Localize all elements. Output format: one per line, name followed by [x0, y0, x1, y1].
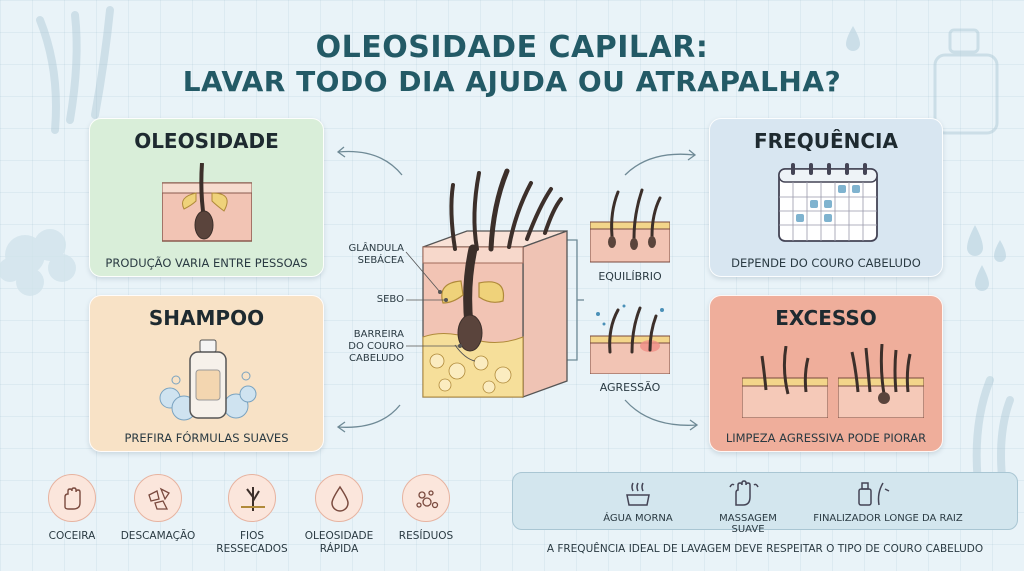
- card-oleosidade: OLEOSIDADE PRODUÇÃO VARIA ENTRE PESSOAS: [89, 118, 324, 277]
- balanced-scalp-icon: [590, 188, 670, 263]
- symptom-coceira-label: COCEIRA: [48, 530, 96, 542]
- gland-label: GLÂNDULA SEBÁCEA: [330, 243, 404, 267]
- residue-particles-icon: [416, 490, 439, 509]
- hair-follicle-icon: [162, 163, 252, 242]
- card-shampoo: SHAMPOO PREFIRA FÓRMULAS SUAVES: [89, 295, 324, 452]
- scratching-hand-icon: [64, 487, 81, 510]
- card-frequencia: FREQUÊNCIA DEPENDE DO COURO CABELUDO: [709, 118, 943, 277]
- symptom-residuos-label: RESÍDUOS: [398, 530, 454, 542]
- gland-label-line2: SEBÁCEA: [357, 255, 404, 266]
- dry-hair-icon: [241, 487, 265, 511]
- symptom-coceira-badge: [48, 474, 96, 522]
- card-shampoo-heading: SHAMPOO: [148, 306, 265, 330]
- background-foam-icon: [0, 229, 76, 296]
- tips-panel: ÁGUA MORNA MASSAGEM SUAVE FINALIZADOR LO…: [512, 472, 1018, 535]
- barrier-label: BARREIRA DO COURO CABELUDO: [330, 329, 404, 365]
- finisher-tube-icon: [858, 482, 890, 506]
- footer-note: A FREQUÊNCIA IDEAL DE LAVAGEM DEVE RESPE…: [546, 543, 984, 555]
- tip-finalizador: FINALIZADOR LONGE DA RAIZ: [813, 513, 963, 524]
- barrier-label-line2: DO COURO: [348, 341, 404, 352]
- sebo-label: SEBO: [376, 294, 404, 305]
- gland-label-line1: GLÂNDULA: [348, 243, 404, 254]
- barrier-label-line1: BARREIRA: [353, 329, 404, 340]
- card-shampoo-caption: PREFIRA FÓRMULAS SUAVES: [124, 431, 289, 445]
- irritated-scalp-icon: [590, 304, 670, 374]
- card-frequencia-caption: DEPENDE DO COURO CABELUDO: [731, 256, 921, 270]
- equilibrio-label: EQUILÍBRIO: [598, 270, 662, 283]
- massage-hand-icon: [729, 480, 759, 506]
- shampoo-bottle-icon: [159, 339, 257, 421]
- agressao-label: AGRESSÃO: [599, 381, 661, 394]
- background-bottle-icon: [933, 28, 999, 135]
- flakes-icon: [148, 487, 170, 510]
- tip-massagem-suave: MASSAGEM SUAVE: [719, 513, 777, 535]
- damaged-scalp-icon: [742, 346, 828, 418]
- card-excesso-caption: LIMPEZA AGRESSIVA PODE PIORAR: [725, 431, 927, 445]
- card-excesso-heading: EXCESSO: [775, 306, 877, 330]
- oily-scalp-icon: [838, 344, 924, 418]
- calendar-icon: [778, 163, 878, 242]
- symptom-fios-badge: [228, 474, 276, 522]
- symptom-descamacao-label: DESCAMAÇÃO: [120, 530, 196, 542]
- background-drop-icon: [846, 26, 1006, 291]
- page-title-line1: OLEOSIDADE CAPILAR:: [315, 30, 709, 65]
- card-excesso: EXCESSO LIMPEZA AGRESSIVA PODE PIORAR: [709, 295, 943, 452]
- card-oleosidade-caption: PRODUÇÃO VARIA ENTRE PESSOAS: [105, 256, 308, 270]
- warm-water-icon: [626, 482, 650, 506]
- page-title-line2: LAVAR TODO DIA AJUDA OU ATRAPALHA?: [182, 65, 842, 98]
- scalp-cross-section-diagram: [422, 168, 568, 398]
- symptom-descamacao-badge: [134, 474, 182, 522]
- card-oleosidade-heading: OLEOSIDADE: [134, 129, 279, 153]
- tip-agua-morna: ÁGUA MORNA: [603, 513, 673, 524]
- card-frequencia-heading: FREQUÊNCIA: [754, 129, 898, 153]
- symptom-residuos-badge: [402, 474, 450, 522]
- barrier-label-line3: CABELUDO: [349, 353, 404, 364]
- symptom-oleosidade-badge: [315, 474, 363, 522]
- oil-drop-icon: [331, 485, 349, 512]
